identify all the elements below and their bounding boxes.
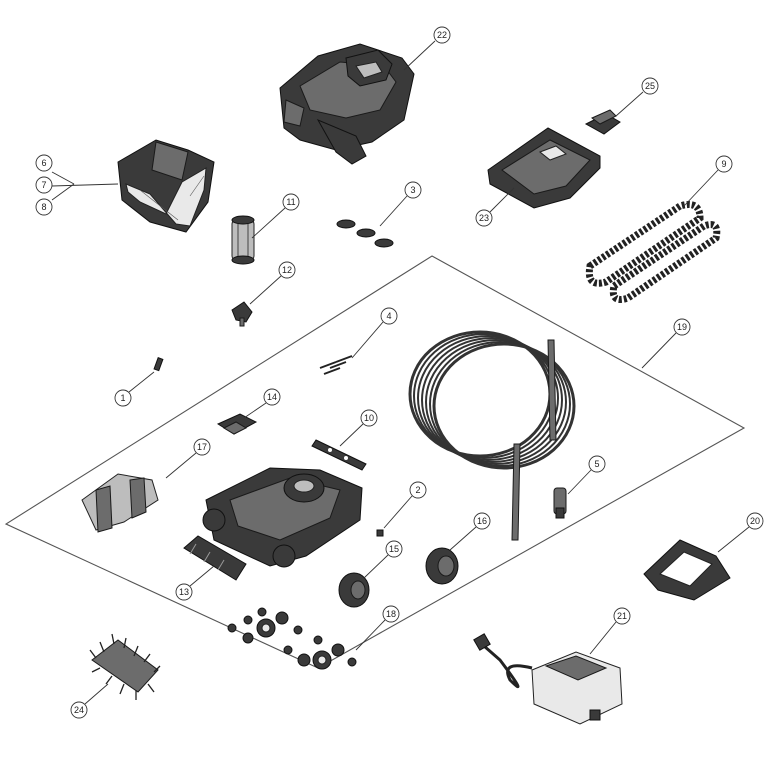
- svg-text:2: 2: [415, 485, 420, 495]
- callout-3: 3: [404, 181, 422, 199]
- callout-9: 9: [715, 155, 733, 173]
- part-10-rail: [311, 439, 367, 471]
- part-23-cover-plate: [487, 127, 601, 209]
- part-2-small-part: [376, 529, 384, 537]
- svg-text:17: 17: [197, 442, 207, 452]
- part-25-clip: [584, 109, 621, 135]
- svg-text:15: 15: [389, 544, 399, 554]
- part-17-side-panel: [81, 473, 159, 533]
- callout-7: 7: [35, 176, 53, 194]
- svg-text:23: 23: [479, 213, 489, 223]
- svg-text:24: 24: [74, 705, 84, 715]
- svg-text:6: 6: [41, 158, 46, 168]
- svg-text:1: 1: [120, 393, 125, 403]
- part-13-roller: [183, 535, 247, 581]
- part-24-brush: [89, 633, 161, 700]
- callout-25: 25: [641, 77, 659, 95]
- part-5-connector: [553, 487, 567, 519]
- svg-text:22: 22: [437, 30, 447, 40]
- callout-5: 5: [588, 455, 606, 473]
- svg-text:21: 21: [617, 611, 627, 621]
- callout-10: 10: [360, 409, 378, 427]
- part-3-washers: [336, 219, 394, 248]
- part-9-tracks: [585, 201, 721, 303]
- callout-16: 16: [473, 512, 491, 530]
- part-16-wheel: [425, 547, 459, 585]
- svg-text:16: 16: [477, 516, 487, 526]
- svg-text:5: 5: [594, 459, 599, 469]
- part-15-wheel: [338, 572, 370, 608]
- svg-text:18: 18: [386, 609, 396, 619]
- callout-21: 21: [613, 607, 631, 625]
- callout-1: 1: [114, 389, 132, 407]
- callout-18: 18: [382, 605, 400, 623]
- part-18-bushings: [227, 607, 357, 670]
- part-4-screws: [319, 355, 353, 375]
- callout-15: 15: [385, 540, 403, 558]
- callout-4: 4: [380, 307, 398, 325]
- svg-text:25: 25: [645, 81, 655, 91]
- svg-text:7: 7: [41, 180, 46, 190]
- part-6-7-8-filter-basket: [117, 139, 215, 233]
- part-21-power-supply: [473, 633, 623, 725]
- svg-text:9: 9: [721, 159, 726, 169]
- callout-2: 2: [409, 481, 427, 499]
- callout-11: 11: [282, 193, 300, 211]
- callout-23: 23: [475, 209, 493, 227]
- callout-8: 8: [35, 198, 53, 216]
- callout-19: 19: [673, 318, 691, 336]
- part-chassis: [202, 467, 363, 568]
- svg-text:8: 8: [41, 202, 46, 212]
- svg-text:13: 13: [179, 587, 189, 597]
- svg-text:12: 12: [282, 265, 292, 275]
- callout-6: 6: [35, 154, 53, 172]
- svg-text:3: 3: [410, 185, 415, 195]
- part-20-handle: [643, 539, 731, 601]
- svg-text:4: 4: [386, 311, 391, 321]
- leader-lines: [51, 40, 750, 705]
- callout-13: 13: [175, 583, 193, 601]
- callout-22: 22: [433, 26, 451, 44]
- part-19-cable-coil: [408, 330, 576, 541]
- kit-boundary: [4, 255, 746, 669]
- part-1-pin: [153, 357, 164, 372]
- callout-14: 14: [263, 388, 281, 406]
- callout-12: 12: [278, 261, 296, 279]
- part-12-impeller: [231, 301, 253, 327]
- svg-text:11: 11: [286, 197, 295, 207]
- svg-text:14: 14: [267, 392, 277, 402]
- svg-text:19: 19: [677, 322, 687, 332]
- callout-17: 17: [193, 438, 211, 456]
- part-14-bracket: [216, 413, 258, 435]
- svg-text:10: 10: [364, 413, 374, 423]
- callout-20: 20: [746, 512, 764, 530]
- part-22-top-housing: [279, 43, 415, 165]
- part-11-cylindrical-filter: [231, 215, 255, 265]
- callout-24: 24: [70, 701, 88, 719]
- svg-text:20: 20: [750, 516, 760, 526]
